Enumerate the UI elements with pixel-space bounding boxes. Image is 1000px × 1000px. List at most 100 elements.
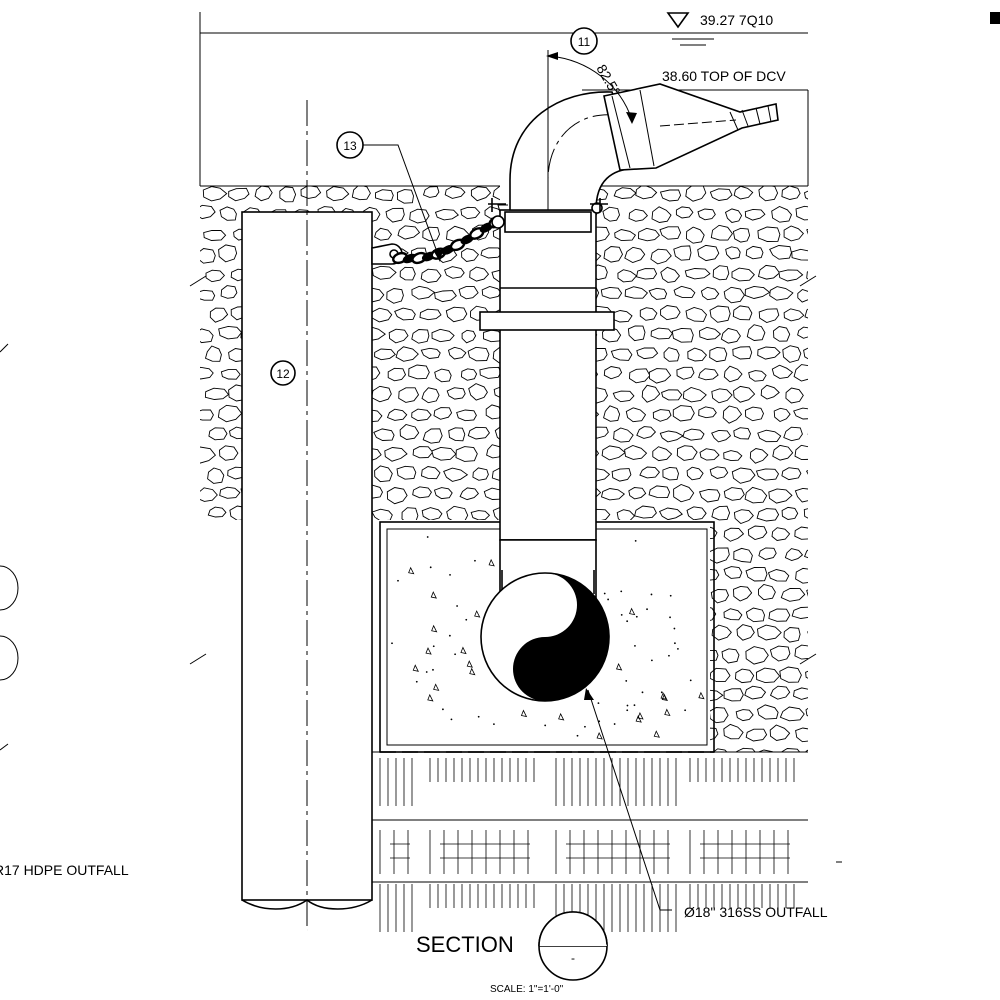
riprap-stone xyxy=(733,547,753,563)
riprap-stone xyxy=(745,646,769,665)
riprap-stone xyxy=(757,226,781,242)
riprap-stone xyxy=(519,707,539,721)
riprap-stone xyxy=(793,364,808,382)
riprap-stone xyxy=(603,246,624,263)
concrete-stipple xyxy=(597,702,600,705)
concrete-stipple xyxy=(677,647,679,650)
riprap-stone xyxy=(484,688,502,703)
concrete-stipple xyxy=(634,644,636,647)
riprap-stone xyxy=(396,465,417,480)
riprap-stone xyxy=(697,208,716,221)
riprap-stone xyxy=(723,608,743,621)
riprap-stone xyxy=(649,725,668,744)
concrete-aggregate xyxy=(596,732,603,740)
riprap-stone xyxy=(710,224,733,241)
riprap-stone xyxy=(209,307,229,323)
riprap-stone xyxy=(735,709,754,722)
riprap-stone xyxy=(386,288,404,304)
riprap-stone xyxy=(758,308,780,323)
riprap-stone xyxy=(624,648,650,663)
riprap-stone xyxy=(601,445,626,461)
riprap-stone xyxy=(431,328,455,343)
concrete-stipple xyxy=(576,734,579,737)
riprap-stone xyxy=(434,208,460,221)
ss-outfall-riser xyxy=(479,209,615,601)
riprap-stone xyxy=(723,723,744,740)
riprap-stone xyxy=(710,589,730,604)
riprap-stone xyxy=(459,487,480,501)
ss-outfall-cross-section xyxy=(480,572,610,702)
concrete-aggregate xyxy=(433,683,440,691)
riprap-stone xyxy=(444,666,467,685)
concrete-stipple xyxy=(493,723,495,726)
riprap-stone xyxy=(540,709,560,721)
riprap-stone xyxy=(615,625,636,640)
riprap-stone xyxy=(448,427,466,442)
riprap-stone xyxy=(446,387,466,400)
riprap-stone xyxy=(421,507,443,521)
riprap-stone xyxy=(686,466,704,481)
riprap-stone xyxy=(639,466,660,479)
riprap-stone xyxy=(650,327,673,340)
concrete-stipple xyxy=(477,715,480,718)
concrete-stipple xyxy=(544,724,547,727)
concrete-aggregate xyxy=(616,662,623,671)
riprap-stone xyxy=(433,407,453,420)
riprap-stone xyxy=(567,747,587,752)
riprap-stone xyxy=(434,644,457,661)
riprap-stone xyxy=(396,189,414,204)
concrete-stipple xyxy=(620,613,623,616)
callout-12: 12 xyxy=(270,360,296,386)
riprap-stone xyxy=(386,688,409,702)
concrete-stipple xyxy=(442,708,444,711)
concrete-aggregate xyxy=(430,591,437,599)
riprap-stone xyxy=(709,346,728,363)
concrete-stipple xyxy=(674,642,676,645)
riprap-stone xyxy=(663,347,680,362)
riprap-stone xyxy=(397,665,417,679)
riprap-stone xyxy=(804,546,808,560)
riprap-stone xyxy=(709,667,731,683)
riprap-stone xyxy=(200,328,214,344)
riprap-stone xyxy=(685,307,708,322)
riprap-stone xyxy=(648,368,672,384)
riprap-stone xyxy=(749,448,769,464)
ss-outfall-label: Ø18" 316SS OUTFALL xyxy=(684,904,828,920)
riprap-stone xyxy=(768,608,791,622)
riprap-stone xyxy=(445,306,468,323)
riprap-stone xyxy=(676,366,695,380)
riprap-stone xyxy=(723,566,743,579)
riprap-stone xyxy=(776,748,804,752)
riprap-stone xyxy=(459,528,481,542)
riprap-stone xyxy=(422,226,440,242)
riprap-stone xyxy=(682,428,705,441)
riprap-stone xyxy=(467,426,490,440)
riprap-stone xyxy=(444,186,466,199)
scale-label: SCALE: 1"=1'-0" xyxy=(490,984,564,995)
riprap-stone xyxy=(207,467,225,484)
riprap-stone xyxy=(204,345,222,362)
riprap-stone xyxy=(641,384,661,403)
riprap-stone xyxy=(652,446,673,462)
riprap-stone xyxy=(421,466,441,480)
concrete-stipple xyxy=(432,645,435,648)
riprap-stone xyxy=(780,588,806,602)
riprap-stone xyxy=(627,325,646,342)
concrete-stipple xyxy=(689,679,692,682)
riprap-stone xyxy=(493,747,518,752)
concrete-stipple xyxy=(646,608,648,611)
riprap-stone xyxy=(675,206,694,219)
riprap-stone xyxy=(709,305,731,323)
water-surface xyxy=(199,12,809,186)
riprap-stone xyxy=(785,387,804,404)
riprap-stone xyxy=(724,208,743,223)
riprap-stone xyxy=(675,645,697,660)
riprap-stone xyxy=(661,389,683,401)
riprap-stone xyxy=(733,186,754,200)
riprap-stone xyxy=(384,447,408,462)
riprap-stone xyxy=(660,585,683,603)
riprap-stone xyxy=(671,728,693,744)
riprap-stone xyxy=(651,646,676,660)
riprap-stone xyxy=(805,668,808,682)
riprap-stone xyxy=(435,565,454,579)
